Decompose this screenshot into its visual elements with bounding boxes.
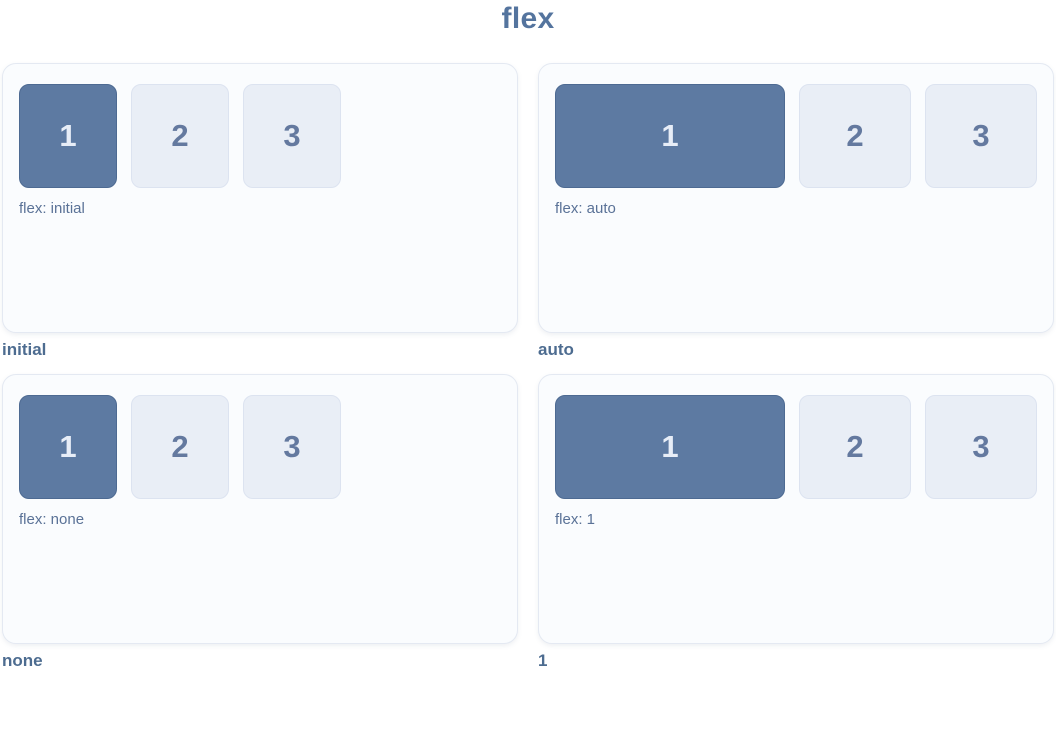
card-label-initial: initial <box>2 340 47 359</box>
demo-card-none: 1 2 3 flex: none <box>2 374 518 644</box>
flex-container: 1 2 3 <box>555 84 1037 188</box>
css-caption: flex: initial <box>19 200 85 217</box>
css-caption: flex: 1 <box>555 511 596 528</box>
flex-item-3: 3 <box>925 395 1037 499</box>
page-title: flex <box>501 2 555 35</box>
card-label-1: 1 <box>538 651 548 670</box>
flex-item-1: 1 <box>555 84 785 188</box>
flex-item-1: 1 <box>19 395 117 499</box>
demo-card-1: 1 2 3 flex: 1 <box>538 374 1054 644</box>
css-caption: flex: auto <box>555 200 616 217</box>
flex-item-1: 1 <box>19 84 117 188</box>
flex-container: 1 2 3 <box>555 395 1037 499</box>
flex-item-3: 3 <box>243 84 341 188</box>
flex-item-3: 3 <box>243 395 341 499</box>
flex-item-2: 2 <box>799 395 911 499</box>
css-caption: flex: none <box>19 511 85 528</box>
card-label-none: none <box>2 651 43 670</box>
flex-item-3: 3 <box>925 84 1037 188</box>
demo-cell-auto: 1 2 3 flex: auto auto <box>538 63 1054 359</box>
flex-item-2: 2 <box>799 84 911 188</box>
demo-cell-1: 1 2 3 flex: 1 1 <box>538 374 1054 670</box>
demo-cell-initial: 1 2 3 flex: initial initial <box>2 63 518 359</box>
flex-container: 1 2 3 <box>19 395 501 499</box>
demo-cell-none: 1 2 3 flex: none none <box>2 374 518 670</box>
flex-container: 1 2 3 <box>19 84 501 188</box>
card-label-auto: auto <box>538 340 574 359</box>
flex-item-2: 2 <box>131 395 229 499</box>
flex-item-1: 1 <box>555 395 785 499</box>
demo-card-auto: 1 2 3 flex: auto <box>538 63 1054 333</box>
flex-item-2: 2 <box>131 84 229 188</box>
demo-card-initial: 1 2 3 flex: initial <box>2 63 518 333</box>
demo-grid: 1 2 3 flex: initial initial 1 2 3 flex: … <box>0 63 1056 670</box>
